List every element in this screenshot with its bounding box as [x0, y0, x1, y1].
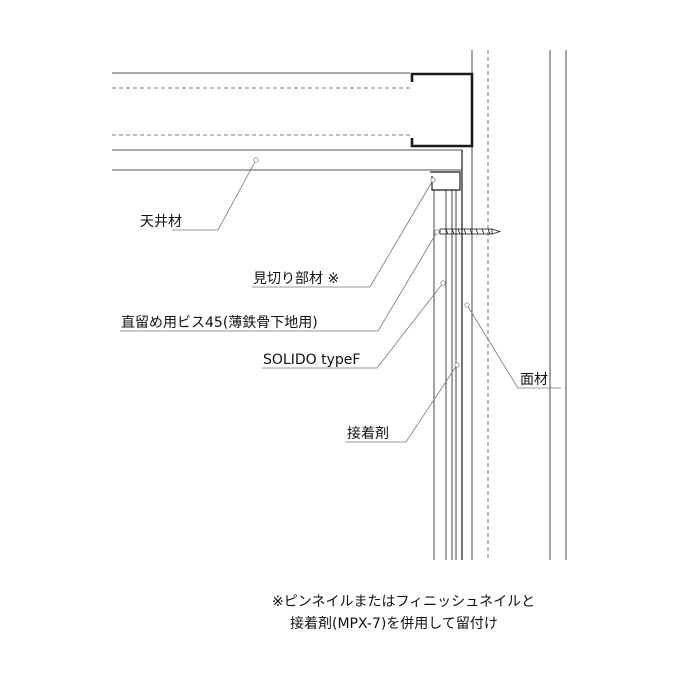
- trim-profile: [430, 171, 461, 191]
- ceiling-joist-channel: [410, 72, 474, 148]
- label-adhesive: 接着剤: [347, 425, 389, 442]
- leader-ceiling: [172, 159, 257, 231]
- footnote: ※ピンネイルまたはフィニッシュネイルと 接着剤(MPX-7)を併用して留付け: [272, 594, 535, 632]
- leader-board-dot: [440, 280, 446, 286]
- facing-material: [471, 50, 567, 560]
- screw-thread: [445, 228, 491, 235]
- note-line-2: 接着剤(MPX-7)を併用して留付け: [290, 615, 498, 632]
- note-line-1: ※ピンネイルまたはフィニッシュネイルと: [272, 594, 535, 610]
- leader-trim-dot: [430, 177, 436, 183]
- leaders: [120, 157, 561, 443]
- leader-board: [262, 282, 444, 369]
- label-ceiling: 天井材: [140, 214, 182, 230]
- solido-board: [433, 190, 457, 560]
- leader-facing-dot: [464, 302, 470, 308]
- leader-trim: [252, 179, 434, 288]
- leader-adhesive: [345, 364, 458, 443]
- leader-facing: [466, 304, 561, 389]
- label-screw: 直留め用ビス45(薄鉄骨下地用): [121, 314, 318, 331]
- trim-member: [430, 150, 463, 560]
- screw: [439, 228, 502, 235]
- label-facing: 面材: [520, 372, 548, 388]
- leader-screw-dot: [434, 229, 440, 235]
- labels: 天井材 見切り部材 ※ 直留め用ビス45(薄鉄骨下地用) SOLIDO type…: [121, 214, 548, 442]
- leader-ceiling-dot: [253, 157, 259, 163]
- screw-tip: [491, 228, 502, 235]
- leader-screw: [120, 231, 438, 332]
- label-trim: 見切り部材 ※: [253, 271, 339, 287]
- label-board: SOLIDO typeF: [263, 352, 360, 368]
- leader-adhesive-dot: [454, 362, 460, 368]
- ceiling-structure: [112, 72, 474, 171]
